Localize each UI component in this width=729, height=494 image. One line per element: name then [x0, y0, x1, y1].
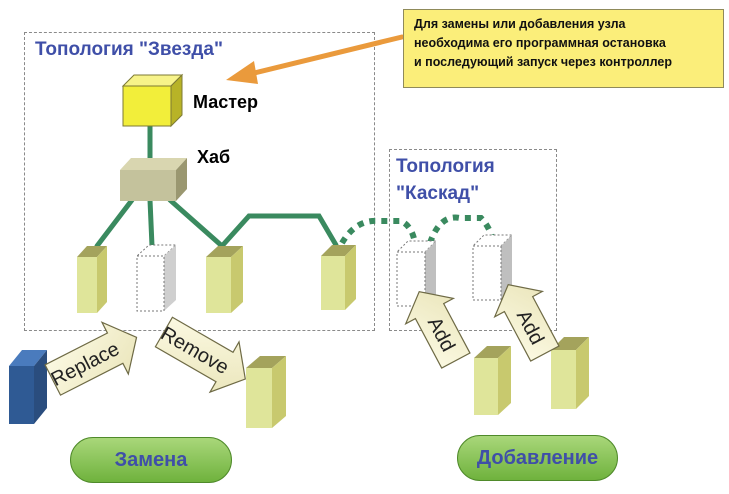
note-line-1: Для замены или добавления узла [414, 17, 626, 31]
master-node [121, 73, 184, 128]
hub-node [120, 158, 187, 201]
star-topology-frame [24, 32, 375, 331]
link-hub-node-1 [94, 197, 135, 249]
star-topology-title: Топология "Звезда" [35, 39, 223, 60]
link-hub-node-3 [167, 197, 225, 249]
add-arrow-1: Add [404, 290, 471, 369]
cascade-title-line-1: Топология [396, 156, 495, 177]
note-box: Для замены или добавления узла необходим… [403, 9, 724, 88]
cascade-node-1 [321, 245, 356, 310]
dotted-link-2 [427, 214, 496, 245]
replacement-node [9, 350, 47, 424]
replace-arrow: Replace [44, 321, 138, 396]
add-button[interactable]: Добавление [457, 435, 618, 481]
removed-node [246, 356, 286, 428]
master-label: Мастер [193, 92, 259, 112]
cascade-empty-slot-2 [471, 234, 514, 301]
note-line-2: необходима его программная остановка [414, 36, 666, 50]
link-hub-node-2 [147, 197, 155, 249]
link-node3-cascade [219, 213, 339, 249]
callout-arrow [226, 34, 405, 84]
star-node-1 [77, 246, 107, 313]
star-node-3 [206, 246, 243, 313]
replace-button[interactable]: Замена [70, 437, 232, 483]
hub-label: Хаб [197, 147, 231, 167]
new-node-2 [551, 337, 589, 409]
cascade-topology-frame [389, 149, 557, 331]
dotted-link-1 [339, 217, 418, 245]
cascade-topology-title: Топология "Каскад" [396, 153, 495, 207]
remove-arrow: Remove [154, 316, 246, 394]
dotted-links [339, 214, 496, 245]
new-node-1 [474, 346, 511, 415]
cascade-title-line-2: "Каскад" [396, 183, 480, 204]
note-line-3: и последующий запуск через контроллер [414, 55, 672, 69]
network-links [94, 123, 339, 249]
star-node-removed-slot [135, 244, 178, 312]
